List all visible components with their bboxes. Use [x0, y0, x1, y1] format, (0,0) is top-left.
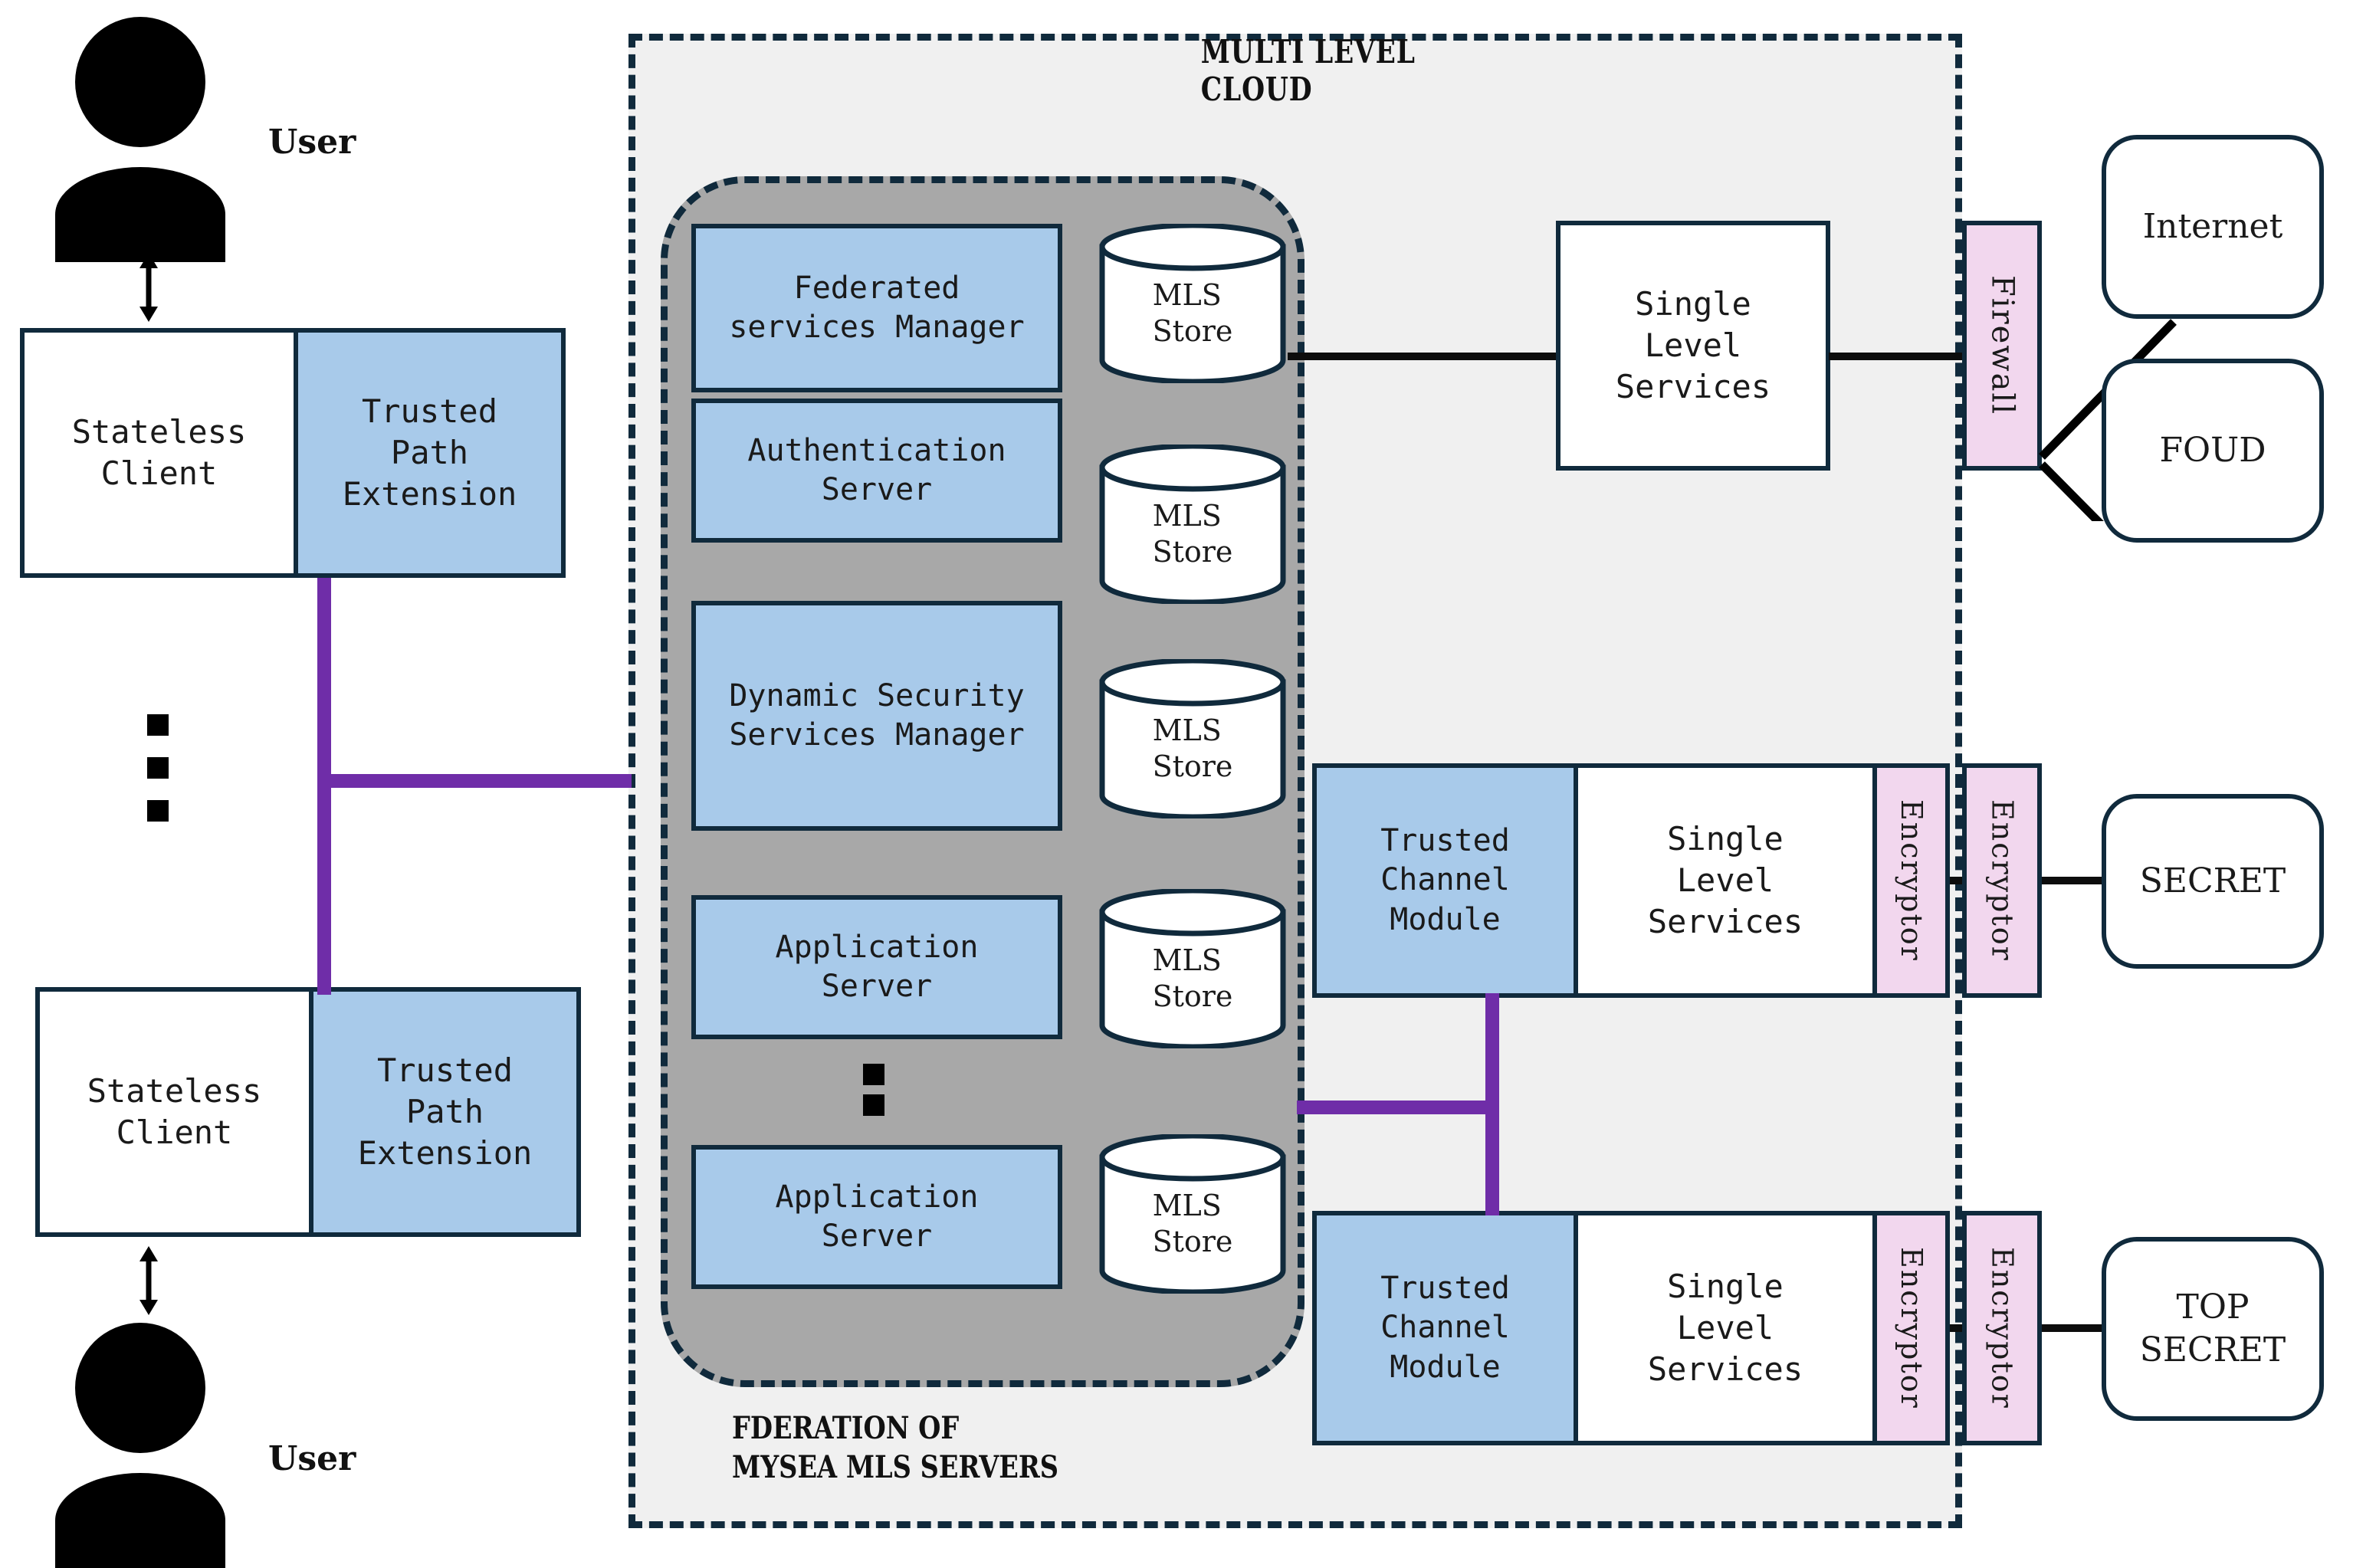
- ellipsis-dot: [863, 1094, 884, 1116]
- link-federation-to-single-level-services: [1288, 353, 1560, 360]
- federation-title-line1: FDERATION OF: [732, 1410, 960, 1446]
- user-label-top: User: [268, 123, 356, 162]
- federation-title-line2: MYSEA MLS SERVERS: [732, 1449, 1059, 1486]
- purple-tcm-bus-horizontal: [1297, 1101, 1499, 1114]
- stateless-client-bottom: Stateless Client: [35, 987, 311, 1237]
- server-box-application-server-1: Application Server: [691, 895, 1062, 1039]
- mls-store-cylinder-3: MLS Store: [1098, 659, 1288, 818]
- firewall-box[interactable]: Firewall: [1962, 221, 2042, 471]
- trusted-channel-module-top-secret: Trusted Channel Module: [1312, 1211, 1576, 1445]
- mls-store-label: MLS Store: [1152, 943, 1233, 1014]
- network-secret: SECRET: [2102, 794, 2324, 969]
- mls-store-cylinder-5: MLS Store: [1098, 1134, 1288, 1294]
- user-head-icon: [75, 17, 205, 147]
- trusted-channel-module-secret: Trusted Channel Module: [1312, 763, 1576, 998]
- purple-client-bus-horizontal: [317, 774, 632, 788]
- user-icon-top: [55, 17, 225, 262]
- trusted-path-extension-bottom: Trusted Path Extension: [311, 987, 581, 1237]
- server-box-application-server-2: Application Server: [691, 1145, 1062, 1289]
- network-internet: Internet: [2102, 135, 2324, 319]
- single-level-services-secret: Single Level Services: [1576, 763, 1875, 998]
- ellipsis-dot: [147, 714, 169, 736]
- encryptor-outer-top-secret[interactable]: Encryptor: [1962, 1211, 2042, 1445]
- mls-store-cylinder-2: MLS Store: [1098, 444, 1288, 604]
- mls-store-label: MLS Store: [1152, 277, 1233, 349]
- user-client-arrow-top: [136, 253, 161, 322]
- mls-store-cylinder-4: MLS Store: [1098, 889, 1288, 1048]
- mls-store-label: MLS Store: [1152, 1188, 1233, 1259]
- network-top-secret: TOP SECRET: [2102, 1237, 2324, 1421]
- user-label-bottom: User: [268, 1439, 356, 1478]
- trusted-path-extension-top: Trusted Path Extension: [296, 328, 566, 578]
- user-client-arrow-bottom: [136, 1246, 161, 1315]
- single-level-services-top-secret: Single Level Services: [1576, 1211, 1875, 1445]
- mls-store-cylinder-1: MLS Store: [1098, 224, 1288, 383]
- mls-store-label: MLS Store: [1152, 498, 1233, 569]
- server-box-dynamic-security-services-manager: Dynamic Security Services Manager: [691, 601, 1062, 831]
- mls-store-label: MLS Store: [1152, 713, 1233, 784]
- ellipsis-dot: [863, 1064, 884, 1085]
- ellipsis-dot: [147, 800, 169, 822]
- server-box-federated-services-manager: Federated services Manager: [691, 224, 1062, 392]
- stateless-client-top: Stateless Client: [20, 328, 296, 578]
- encryptor-inner-secret[interactable]: Encryptor: [1875, 763, 1950, 998]
- multi-level-cloud-title: MULTI LEVEL CLOUD: [1200, 33, 1416, 108]
- single-level-services-unclassified: Single Level Services: [1556, 221, 1830, 471]
- encryptor-outer-secret[interactable]: Encryptor: [1962, 763, 2042, 998]
- encryptor-inner-top-secret[interactable]: Encryptor: [1875, 1211, 1950, 1445]
- user-body-icon: [55, 1473, 225, 1568]
- link-single-level-services-to-firewall: [1829, 353, 1967, 360]
- ellipsis-dot: [147, 757, 169, 779]
- network-foud: FOUD: [2102, 359, 2324, 543]
- user-head-icon: [75, 1323, 205, 1453]
- link-encryptor-to-top-secret-network: [2042, 1324, 2134, 1332]
- user-body-icon: [55, 167, 225, 262]
- user-icon-bottom: [55, 1323, 225, 1568]
- server-box-authentication-server: Authentication Server: [691, 399, 1062, 543]
- link-encryptor-to-secret-network: [2042, 877, 2134, 884]
